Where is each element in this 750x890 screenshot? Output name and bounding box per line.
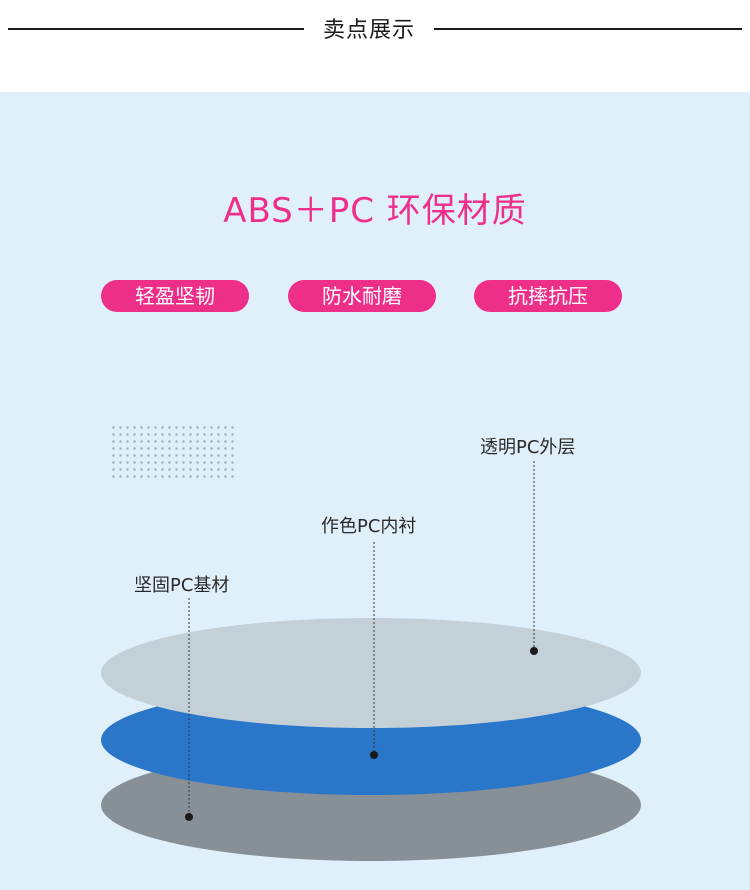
feature-badge-waterproof: 防水耐磨: [288, 280, 436, 312]
base-marker: [185, 813, 193, 821]
outer-marker: [530, 647, 538, 655]
section-header: 卖点展示: [0, 0, 750, 92]
middle-marker: [370, 751, 378, 759]
middle-layer-label: 作色PC内衬: [321, 516, 417, 537]
outer-layer-disc: [101, 618, 641, 728]
material-headline: ABS＋PC 环保材质: [223, 191, 527, 231]
dot-pattern-decoration: [110, 424, 236, 480]
feature-badge-lightweight: 轻盈坚韧: [101, 280, 249, 312]
header-rule-right: [434, 28, 742, 30]
feature-badge-impact: 抗摔抗压: [474, 280, 622, 312]
outer-layer-label: 透明PC外层: [480, 437, 576, 458]
section-title: 卖点展示: [322, 18, 415, 43]
header-rule-left: [8, 28, 304, 30]
base-layer-label: 坚固PC基材: [134, 575, 230, 596]
